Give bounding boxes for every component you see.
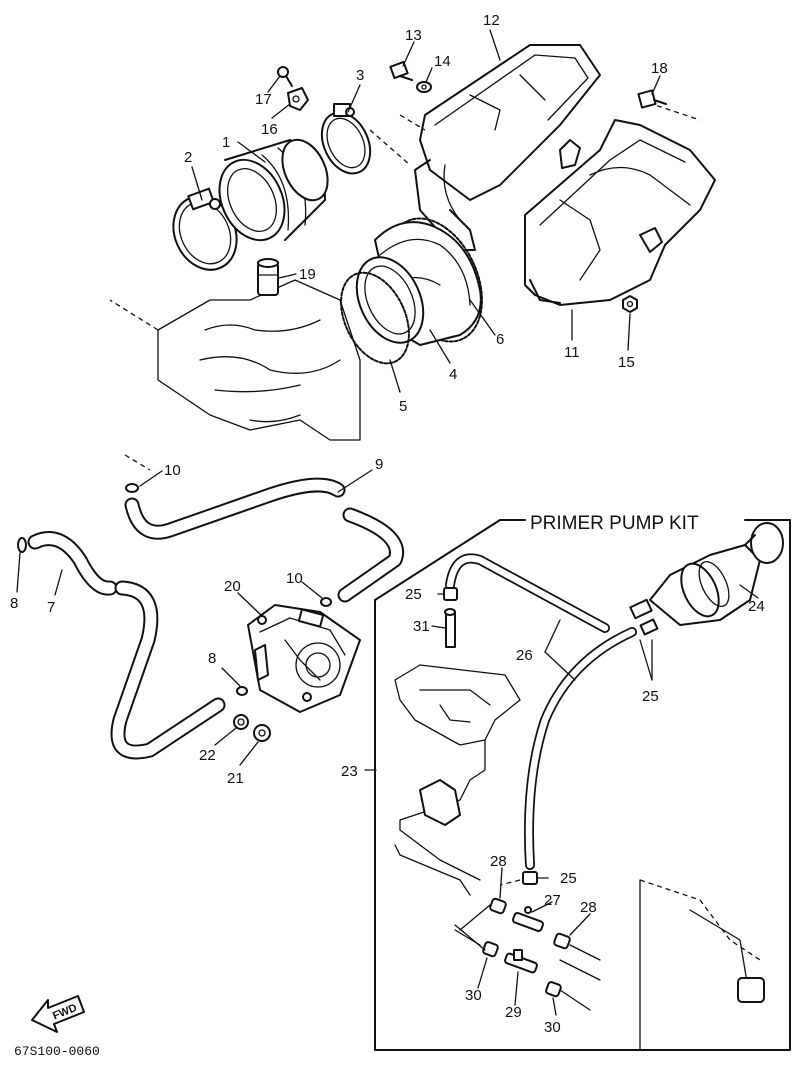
clamp-30-left (482, 941, 499, 958)
callout-29: 29 (505, 1004, 522, 1021)
clamp-28-right (553, 932, 571, 950)
air-box-case-11 (524, 99, 716, 306)
clip-8-right (236, 686, 248, 696)
carburetor-outline (394, 664, 765, 1051)
callout-7: 7 (47, 599, 55, 616)
callout-30-right: 30 (544, 1019, 561, 1036)
hose-clamp-3 (320, 103, 372, 175)
engine-body-outline (109, 279, 361, 471)
callout-21: 21 (227, 770, 244, 787)
clip-8-left (17, 537, 27, 553)
callout-15: 15 (618, 354, 635, 371)
callout-23: 23 (341, 763, 358, 780)
fuel-pump-20 (247, 604, 361, 713)
primer-pump-kit-box (374, 519, 791, 1051)
o-ring-5 (340, 271, 410, 365)
callout-31: 31 (413, 618, 430, 635)
fwd-arrow: FWD (31, 995, 85, 1033)
connector-27 (512, 906, 544, 932)
t-joint-29 (504, 949, 538, 974)
callout-16: 16 (261, 121, 278, 138)
callout-6: 6 (496, 331, 504, 348)
callout-8-right: 8 (208, 650, 216, 667)
callout-13: 13 (405, 27, 422, 44)
bracket-16 (287, 87, 309, 111)
callout-10-lower: 10 (286, 570, 303, 587)
tube-26 (445, 553, 637, 870)
kit-title: PRIMER PUMP KIT (530, 513, 699, 534)
screw-17 (277, 66, 293, 87)
callout-14: 14 (434, 53, 451, 70)
callout-19: 19 (299, 266, 316, 283)
callout-12: 12 (483, 12, 500, 29)
callout-labels: 1 2 3 4 5 6 7 8 8 9 10 10 11 12 13 14 15… (10, 12, 765, 1036)
clamp-30-right (545, 981, 562, 998)
cap-21 (253, 724, 271, 742)
intake-joint-1 (218, 138, 329, 242)
callout-25-upper: 25 (405, 586, 422, 603)
washer-14 (416, 81, 432, 93)
callout-25-right: 25 (642, 688, 659, 705)
callout-3: 3 (356, 67, 364, 84)
callout-20: 20 (224, 578, 241, 595)
drawing-code: 67S100-0060 (14, 1044, 100, 1059)
callout-9: 9 (375, 456, 383, 473)
hose-7 (27, 531, 226, 760)
pipe-31 (444, 608, 456, 648)
bolt-13 (389, 60, 413, 81)
callout-2: 2 (184, 149, 192, 166)
screw-18 (637, 89, 667, 109)
callout-17: 17 (255, 91, 272, 108)
primer-pump-24 (629, 522, 784, 636)
callout-8-left: 8 (10, 595, 18, 612)
callout-5: 5 (399, 398, 407, 415)
callout-28-right: 28 (580, 899, 597, 916)
cap-19 (257, 258, 279, 296)
callout-25-lower: 25 (560, 870, 577, 887)
leader-lines (16, 29, 759, 1016)
callout-28-left: 28 (490, 853, 507, 870)
clip-10-upper (125, 483, 139, 493)
callout-30-left: 30 (465, 987, 482, 1004)
air-box-cover-12 (369, 44, 601, 251)
callout-11: 11 (564, 344, 580, 361)
callout-24: 24 (748, 598, 765, 615)
clamp-28-left (489, 897, 507, 915)
callout-27: 27 (544, 892, 561, 909)
nut-15 (622, 295, 638, 313)
washer-22 (233, 714, 249, 730)
clip-10-lower (320, 597, 332, 607)
callout-22: 22 (199, 747, 216, 764)
callout-10-upper: 10 (164, 462, 181, 479)
callout-4: 4 (449, 366, 457, 383)
callout-26: 26 (516, 647, 533, 664)
callout-1: 1 (222, 134, 230, 151)
kit-tubing (454, 904, 601, 1011)
callout-18: 18 (651, 60, 668, 77)
hose-9 (124, 477, 404, 603)
joint-25-upper (443, 587, 458, 601)
joint-25-lower (522, 871, 538, 885)
